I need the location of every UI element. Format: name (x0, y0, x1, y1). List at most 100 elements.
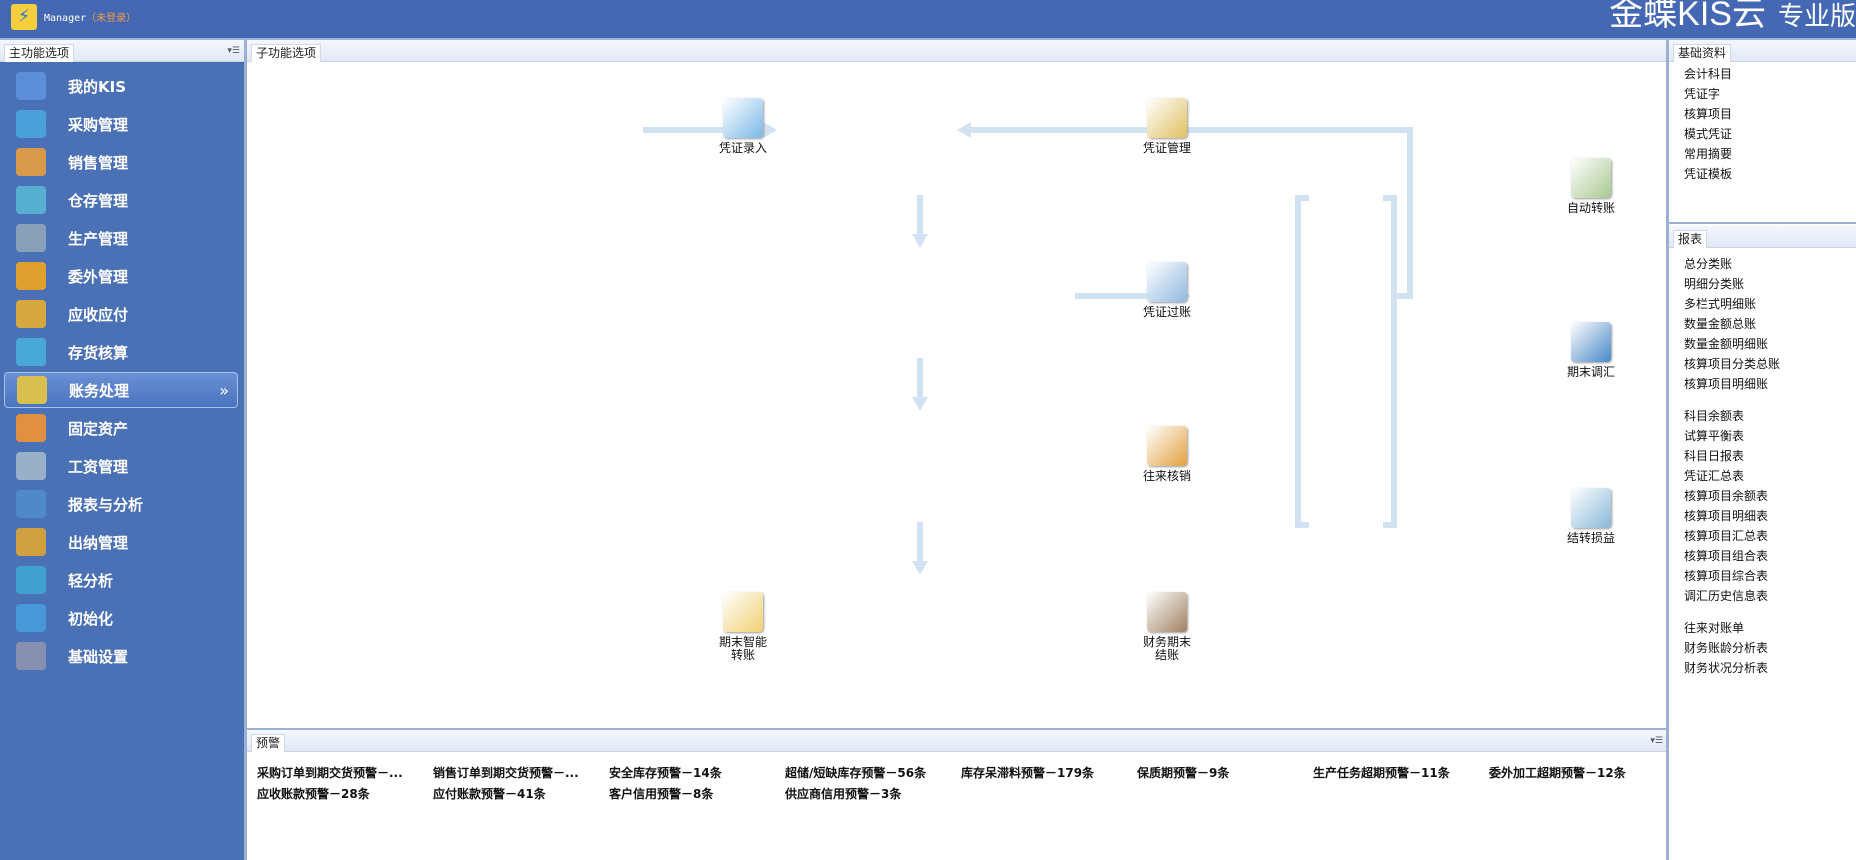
node-icon (1147, 98, 1187, 138)
warning-panel: 预警 ▾☰ 采购订单到期交货预警－... 销售订单到期交货预警－... 安全库存预警… (247, 728, 1667, 860)
sidebar-item[interactable]: 生产管理 (4, 220, 238, 256)
node-label: 期末智能转账 (718, 635, 767, 662)
report-link[interactable]: 科目日报表 (1684, 449, 1745, 463)
warning-link[interactable]: 供应商信用预警－3条 (785, 787, 902, 801)
flow-node[interactable]: 自动转账 (1536, 158, 1646, 215)
sidebar-item[interactable]: 出纳管理 (4, 524, 238, 560)
report-link[interactable]: 财务状况分析表 (1684, 661, 1769, 675)
basic-data-link[interactable]: 模式凭证 (1684, 127, 1733, 141)
module-icon (16, 186, 46, 214)
report-link[interactable]: 数量金额明细账 (1684, 337, 1769, 351)
sidebar-item[interactable]: 基础设置 (4, 638, 238, 674)
right-panel: 基础资料 会计科目凭证字核算项目模式凭证常用摘要凭证模板 报表 总分类账明细分类… (1669, 40, 1856, 860)
flow-node[interactable]: 期末智能转账 (688, 592, 798, 662)
basic-data-link[interactable]: 常用摘要 (1684, 147, 1733, 161)
warning-link[interactable]: 应付账款预警－41条 (433, 787, 546, 801)
warning-link[interactable]: 采购订单到期交货预警－... (257, 766, 403, 780)
tab-basic-data[interactable]: 基础资料 (1673, 44, 1732, 62)
basic-data-link[interactable]: 凭证模板 (1684, 167, 1733, 181)
basic-data-link[interactable]: 会计科目 (1684, 67, 1733, 81)
tab-sub-functions[interactable]: 子功能选项 (251, 44, 322, 62)
sidebar-item[interactable]: 委外管理 (4, 258, 238, 294)
report-link[interactable]: 凭证汇总表 (1684, 469, 1745, 483)
arrow-head (912, 234, 928, 248)
report-link[interactable]: 多栏式明细账 (1684, 297, 1757, 311)
node-icon (1147, 592, 1187, 632)
tab-reports[interactable]: 报表 (1673, 230, 1708, 248)
sidebar-item[interactable]: 应收应付 (4, 296, 238, 332)
report-link[interactable]: 核算项目明细表 (1684, 509, 1769, 523)
report-link[interactable]: 科目余额表 (1684, 409, 1745, 423)
splitter-right[interactable] (1666, 40, 1669, 860)
panel-menu-icon[interactable]: ▾☰ (227, 46, 240, 56)
warning-link[interactable]: 生产任务超期预警－11条 (1313, 766, 1450, 780)
report-link[interactable]: 核算项目余额表 (1684, 489, 1769, 503)
tab-warnings[interactable]: 预警 (251, 734, 286, 752)
warning-link[interactable]: 安全库存预警－14条 (609, 766, 722, 780)
sidebar-item[interactable]: 固定资产 (4, 410, 238, 446)
sidebar-item[interactable]: 存货核算 (4, 334, 238, 370)
sidebar-item[interactable]: 仓存管理 (4, 182, 238, 218)
node-label: 自动转账 (1566, 201, 1615, 215)
arrow-head (957, 122, 971, 138)
splitter-left[interactable] (244, 40, 247, 860)
warning-link[interactable]: 委外加工超期预警－12条 (1489, 766, 1626, 780)
sidebar-item[interactable]: 采购管理 (4, 106, 238, 142)
report-link[interactable]: 核算项目综合表 (1684, 569, 1769, 583)
report-link[interactable]: 数量金额总账 (1684, 317, 1757, 331)
warning-link[interactable]: 超储/短缺库存预警－56条 (785, 766, 927, 780)
flow-node[interactable]: 财务期末结账 (1112, 592, 1222, 662)
arrow-line (917, 522, 923, 562)
report-link[interactable]: 试算平衡表 (1684, 429, 1745, 443)
flow-node[interactable]: 凭证录入 (688, 98, 798, 155)
report-link[interactable]: 财务账龄分析表 (1684, 641, 1769, 655)
sidebar-item[interactable]: 我的KIS (4, 68, 238, 104)
sub-function-panel: 子功能选项 凭证录入凭证管理凭证过账往来核销期末智能转账 财务期末结账 自动转账期末… (247, 40, 1667, 860)
node-label: 凭证管理 (1142, 141, 1191, 155)
module-icon (16, 110, 46, 138)
sidebar-item[interactable]: 轻分析 (4, 562, 238, 598)
report-link[interactable]: 总分类账 (1684, 257, 1733, 271)
flow-node[interactable]: 凭证过账 (1112, 262, 1222, 319)
warning-tabbar: 预警 ▾☰ (247, 730, 1667, 752)
report-link[interactable]: 核算项目汇总表 (1684, 529, 1769, 543)
node-icon (1571, 322, 1611, 362)
brand-logo: 金蝶KIS云专业版 (1609, 0, 1856, 35)
report-link[interactable]: 往来对账单 (1684, 621, 1745, 635)
flow-node[interactable]: 结转损益 (1536, 488, 1646, 545)
sidebar-item-label: 轻分析 (68, 571, 114, 590)
report-link[interactable]: 核算项目明细账 (1684, 377, 1769, 391)
sidebar-item[interactable]: 账务处理» (4, 372, 238, 408)
module-icon (16, 490, 46, 518)
sidebar-item-label: 基础设置 (68, 647, 129, 666)
module-icon (16, 566, 46, 594)
warning-link[interactable]: 客户信用预警－8条 (609, 787, 714, 801)
flow-node[interactable]: 凭证管理 (1112, 98, 1222, 155)
warning-link[interactable]: 销售订单到期交货预警－... (433, 766, 579, 780)
arrow-line (643, 127, 763, 133)
sidebar-item-label: 仓存管理 (68, 191, 129, 210)
title-bar: ⚡ Manager（未登录） 金蝶KIS云专业版 (0, 0, 1856, 40)
warning-link[interactable]: 保质期预警－9条 (1137, 766, 1230, 780)
sidebar-item[interactable]: 报表与分析 (4, 486, 238, 522)
panel-menu-icon[interactable]: ▾☰ (1650, 736, 1663, 746)
sidebar-item[interactable]: 销售管理 (4, 144, 238, 180)
sidebar-item[interactable]: 初始化 (4, 600, 238, 636)
tab-main-functions[interactable]: 主功能选项 (4, 44, 75, 62)
report-link[interactable]: 核算项目分类总账 (1684, 357, 1781, 371)
warning-link[interactable]: 应收账款预警－28条 (257, 787, 370, 801)
sidebar-item[interactable]: 工资管理 (4, 448, 238, 484)
sidebar-item-label: 生产管理 (68, 229, 129, 248)
flow-node[interactable]: 往来核销 (1112, 426, 1222, 483)
warning-link[interactable]: 库存呆滞料预警－179条 (961, 766, 1095, 780)
report-link[interactable]: 核算项目组合表 (1684, 549, 1769, 563)
module-icon (16, 414, 46, 442)
spacer (1684, 606, 1780, 618)
basic-data-link[interactable]: 核算项目 (1684, 107, 1733, 121)
flow-node[interactable]: 期末调汇 (1536, 322, 1646, 379)
node-icon (1147, 262, 1187, 302)
report-link[interactable]: 明细分类账 (1684, 277, 1745, 291)
report-link[interactable]: 调汇历史信息表 (1684, 589, 1769, 603)
basic-data-link[interactable]: 凭证字 (1684, 87, 1721, 101)
bracket-left (1295, 195, 1309, 201)
